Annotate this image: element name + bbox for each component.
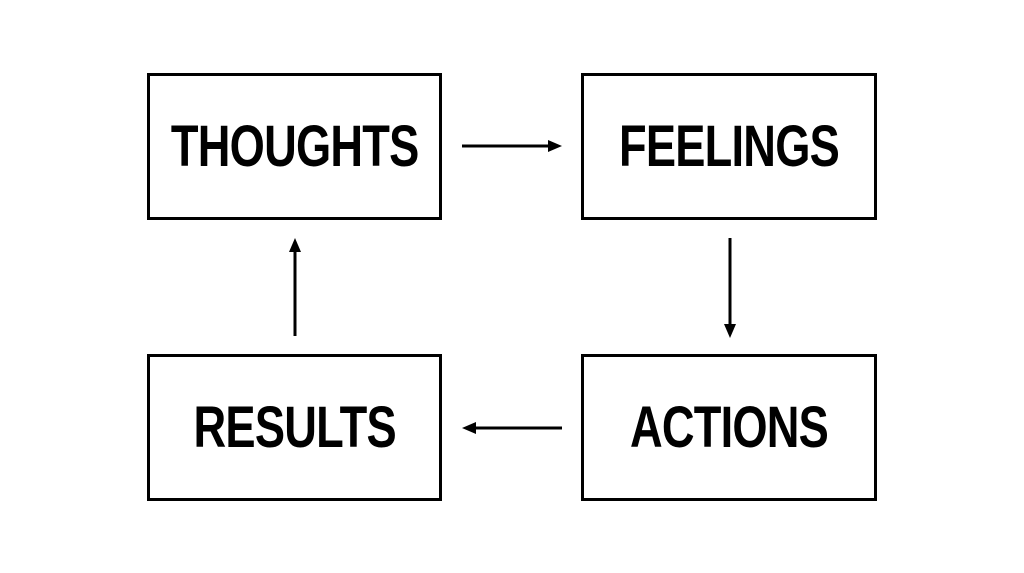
node-feelings: FEELINGS <box>581 73 877 220</box>
node-actions: ACTIONS <box>581 354 877 501</box>
node-feelings-label: FEELINGS <box>619 114 840 179</box>
arrow-results-to-thoughts <box>289 238 301 336</box>
node-actions-label: ACTIONS <box>629 395 829 460</box>
node-thoughts-label: THOUGHTS <box>170 114 419 179</box>
arrow-thoughts-to-feelings <box>462 140 562 152</box>
node-thoughts: THOUGHTS <box>147 73 442 220</box>
arrow-actions-to-results <box>462 422 562 434</box>
node-results-label: RESULTS <box>193 395 396 460</box>
arrow-feelings-to-actions <box>724 238 736 338</box>
node-results: RESULTS <box>147 354 442 501</box>
